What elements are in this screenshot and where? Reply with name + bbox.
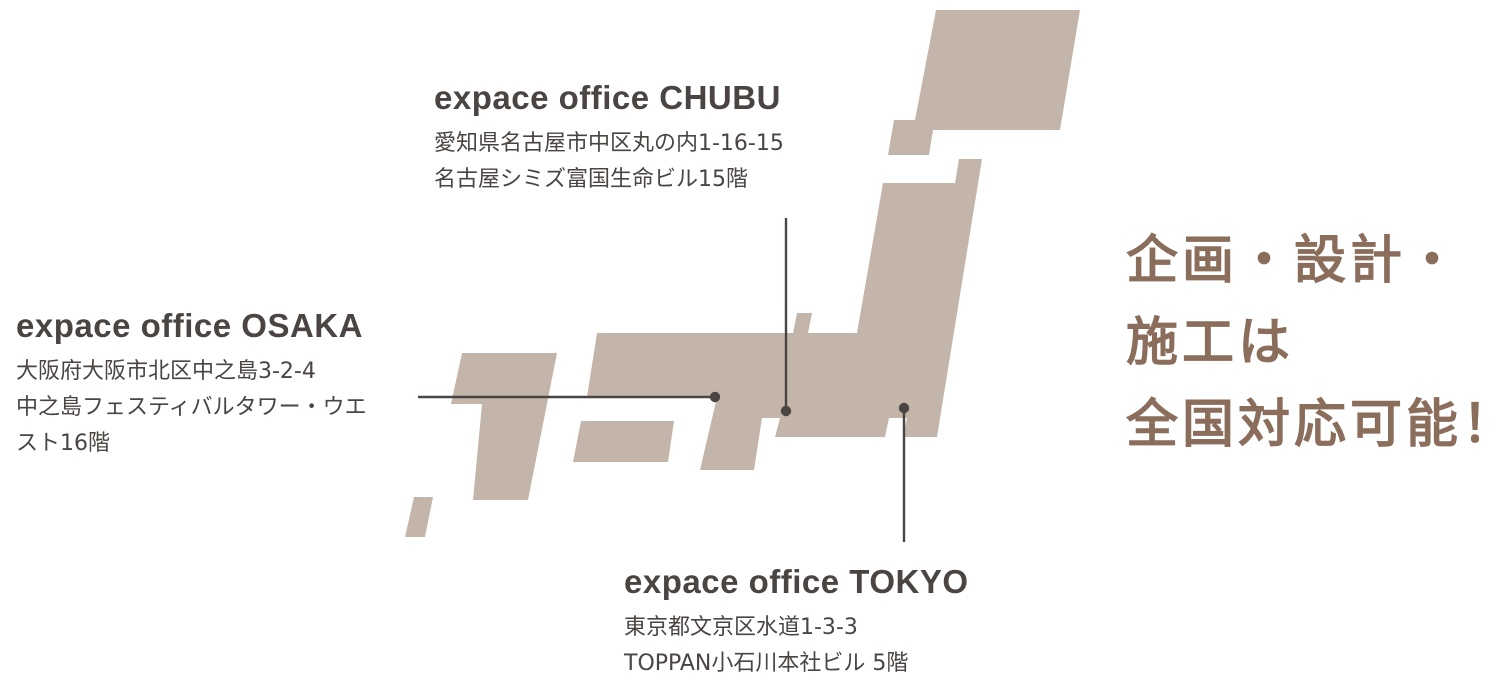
- office-name-chubu: expace office CHUBU: [434, 79, 781, 116]
- map-region-hokkaido: [888, 10, 1080, 155]
- office-osaka: expace office OSAKA 大阪府大阪市北区中之島3-2-4 中之島…: [16, 306, 367, 462]
- marker-osaka: [709, 391, 721, 403]
- office-name-osaka: expace office OSAKA: [16, 307, 363, 344]
- address-line: スト16階: [16, 431, 110, 456]
- address-line: 中之島フェスティバルタワー・ウエ: [16, 395, 367, 420]
- address-line: TOPPAN小石川本社ビル 5階: [624, 651, 909, 676]
- office-address-chubu: 愛知県名古屋市中区丸の内1-16-15 名古屋シミズ富国生命ビル15階: [434, 126, 784, 198]
- marker-chubu: [780, 405, 792, 417]
- address-line: 愛知県名古屋市中区丸の内1-16-15: [434, 131, 784, 156]
- catchphrase-line: 企画・設計・: [1126, 231, 1463, 291]
- office-address-tokyo: 東京都文京区水道1-3-3 TOPPAN小石川本社ビル 5階: [624, 610, 969, 682]
- map-region-kyushu: [451, 353, 557, 500]
- address-line: 名古屋シミズ富国生命ビル15階: [434, 167, 748, 192]
- address-line: 東京都文京区水道1-3-3: [624, 615, 858, 640]
- address-line: 大阪府大阪市北区中之島3-2-4: [16, 359, 316, 384]
- catchphrase-line: 全国対応可能！: [1126, 395, 1502, 455]
- catchphrase: 企画・設計・ 施工は 全国対応可能！: [1126, 220, 1502, 466]
- map-region-okinawa: [405, 497, 433, 537]
- office-tokyo: expace office TOKYO 東京都文京区水道1-3-3 TOPPAN…: [624, 562, 969, 682]
- office-chubu: expace office CHUBU 愛知県名古屋市中区丸の内1-16-15 …: [434, 78, 784, 198]
- map-region-shikoku: [573, 421, 674, 462]
- catchphrase-line: 施工は: [1126, 313, 1295, 373]
- marker-tokyo: [898, 402, 910, 414]
- office-address-osaka: 大阪府大阪市北区中之島3-2-4 中之島フェスティバルタワー・ウエ スト16階: [16, 354, 367, 462]
- map-region-honshu-east: [587, 159, 982, 470]
- office-name-tokyo: expace office TOKYO: [624, 563, 969, 600]
